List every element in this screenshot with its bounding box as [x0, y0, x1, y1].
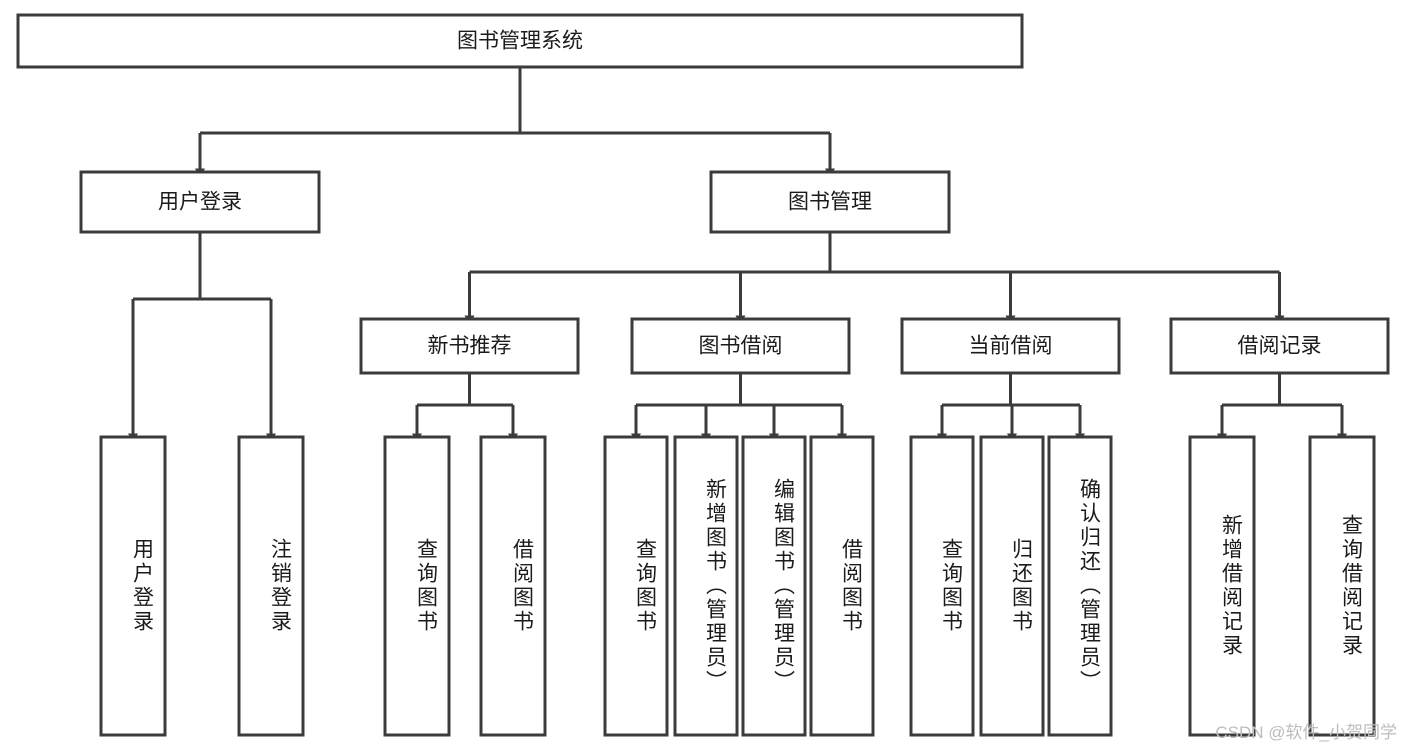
node-box [1169, 317, 1390, 375]
node-n-user-login[interactable]: 用户登录 [79, 170, 321, 234]
node-l-query-book-2[interactable]: 查询图书 [603, 435, 669, 737]
node-label: 借阅图书 [839, 538, 863, 634]
node-label: 用户登录 [158, 191, 242, 214]
node-box [900, 317, 1121, 375]
node-label: 借阅图书 [510, 538, 534, 634]
node-label: 新书推荐 [428, 335, 512, 358]
node-box [809, 435, 875, 737]
node-root[interactable]: 图书管理系统 [16, 13, 1024, 69]
node-label: 编辑图书（管理员） [771, 478, 795, 694]
node-label: 查询图书 [939, 538, 963, 634]
node-box [16, 13, 1024, 69]
node-label: 借阅记录 [1238, 335, 1322, 358]
node-box [630, 317, 851, 375]
node-l-query-book-1[interactable]: 查询图书 [383, 435, 451, 737]
node-label: 查询图书 [633, 538, 657, 634]
node-l-borrow-book-2[interactable]: 借阅图书 [809, 435, 875, 737]
node-label: 新增借阅记录 [1219, 514, 1243, 658]
node-l-user-logout[interactable]: 注销登录 [237, 435, 305, 737]
node-label: 用户登录 [130, 538, 154, 634]
node-box [603, 435, 669, 737]
edge-layer [128, 67, 1347, 443]
node-layer: 图书管理系统用户登录图书管理新书推荐图书借阅当前借阅借阅记录用户登录注销登录查询… [16, 13, 1390, 737]
node-box [237, 435, 305, 737]
node-label: 查询图书 [414, 538, 438, 634]
node-box [383, 435, 451, 737]
node-l-return-book[interactable]: 归还图书 [979, 435, 1045, 737]
node-label: 归还图书 [1009, 538, 1033, 634]
node-label: 新增图书（管理员） [703, 478, 727, 694]
node-box [359, 317, 580, 375]
node-l-query-record[interactable]: 查询借阅记录 [1308, 435, 1376, 737]
node-label: 图书借阅 [699, 335, 783, 358]
node-label: 确认归还（管理员） [1077, 478, 1101, 694]
node-box [741, 435, 807, 737]
node-box [979, 435, 1045, 737]
node-box [1188, 435, 1256, 737]
node-label: 当前借阅 [969, 335, 1053, 358]
node-l-add-record[interactable]: 新增借阅记录 [1188, 435, 1256, 737]
node-n-current-borrow[interactable]: 当前借阅 [900, 317, 1121, 375]
node-l-edit-book[interactable]: 编辑图书（管理员） [741, 435, 807, 737]
node-n-book-borrow[interactable]: 图书借阅 [630, 317, 851, 375]
node-n-book-mgmt[interactable]: 图书管理 [709, 170, 951, 234]
node-l-query-book-3[interactable]: 查询图书 [909, 435, 975, 737]
node-n-new-book-rec[interactable]: 新书推荐 [359, 317, 580, 375]
node-l-user-login[interactable]: 用户登录 [99, 435, 167, 737]
node-box [99, 435, 167, 737]
node-box [1047, 435, 1113, 737]
node-box [709, 170, 951, 234]
node-box [79, 170, 321, 234]
node-l-borrow-book-1[interactable]: 借阅图书 [479, 435, 547, 737]
node-box [673, 435, 739, 737]
node-box [909, 435, 975, 737]
node-box [479, 435, 547, 737]
node-label: 注销登录 [268, 538, 292, 634]
node-n-borrow-record[interactable]: 借阅记录 [1169, 317, 1390, 375]
node-label: 图书管理系统 [457, 30, 583, 53]
node-label: 查询借阅记录 [1339, 514, 1363, 658]
node-l-add-book[interactable]: 新增图书（管理员） [673, 435, 739, 737]
node-label: 图书管理 [788, 191, 872, 214]
node-box [1308, 435, 1376, 737]
node-l-confirm-return[interactable]: 确认归还（管理员） [1047, 435, 1113, 737]
